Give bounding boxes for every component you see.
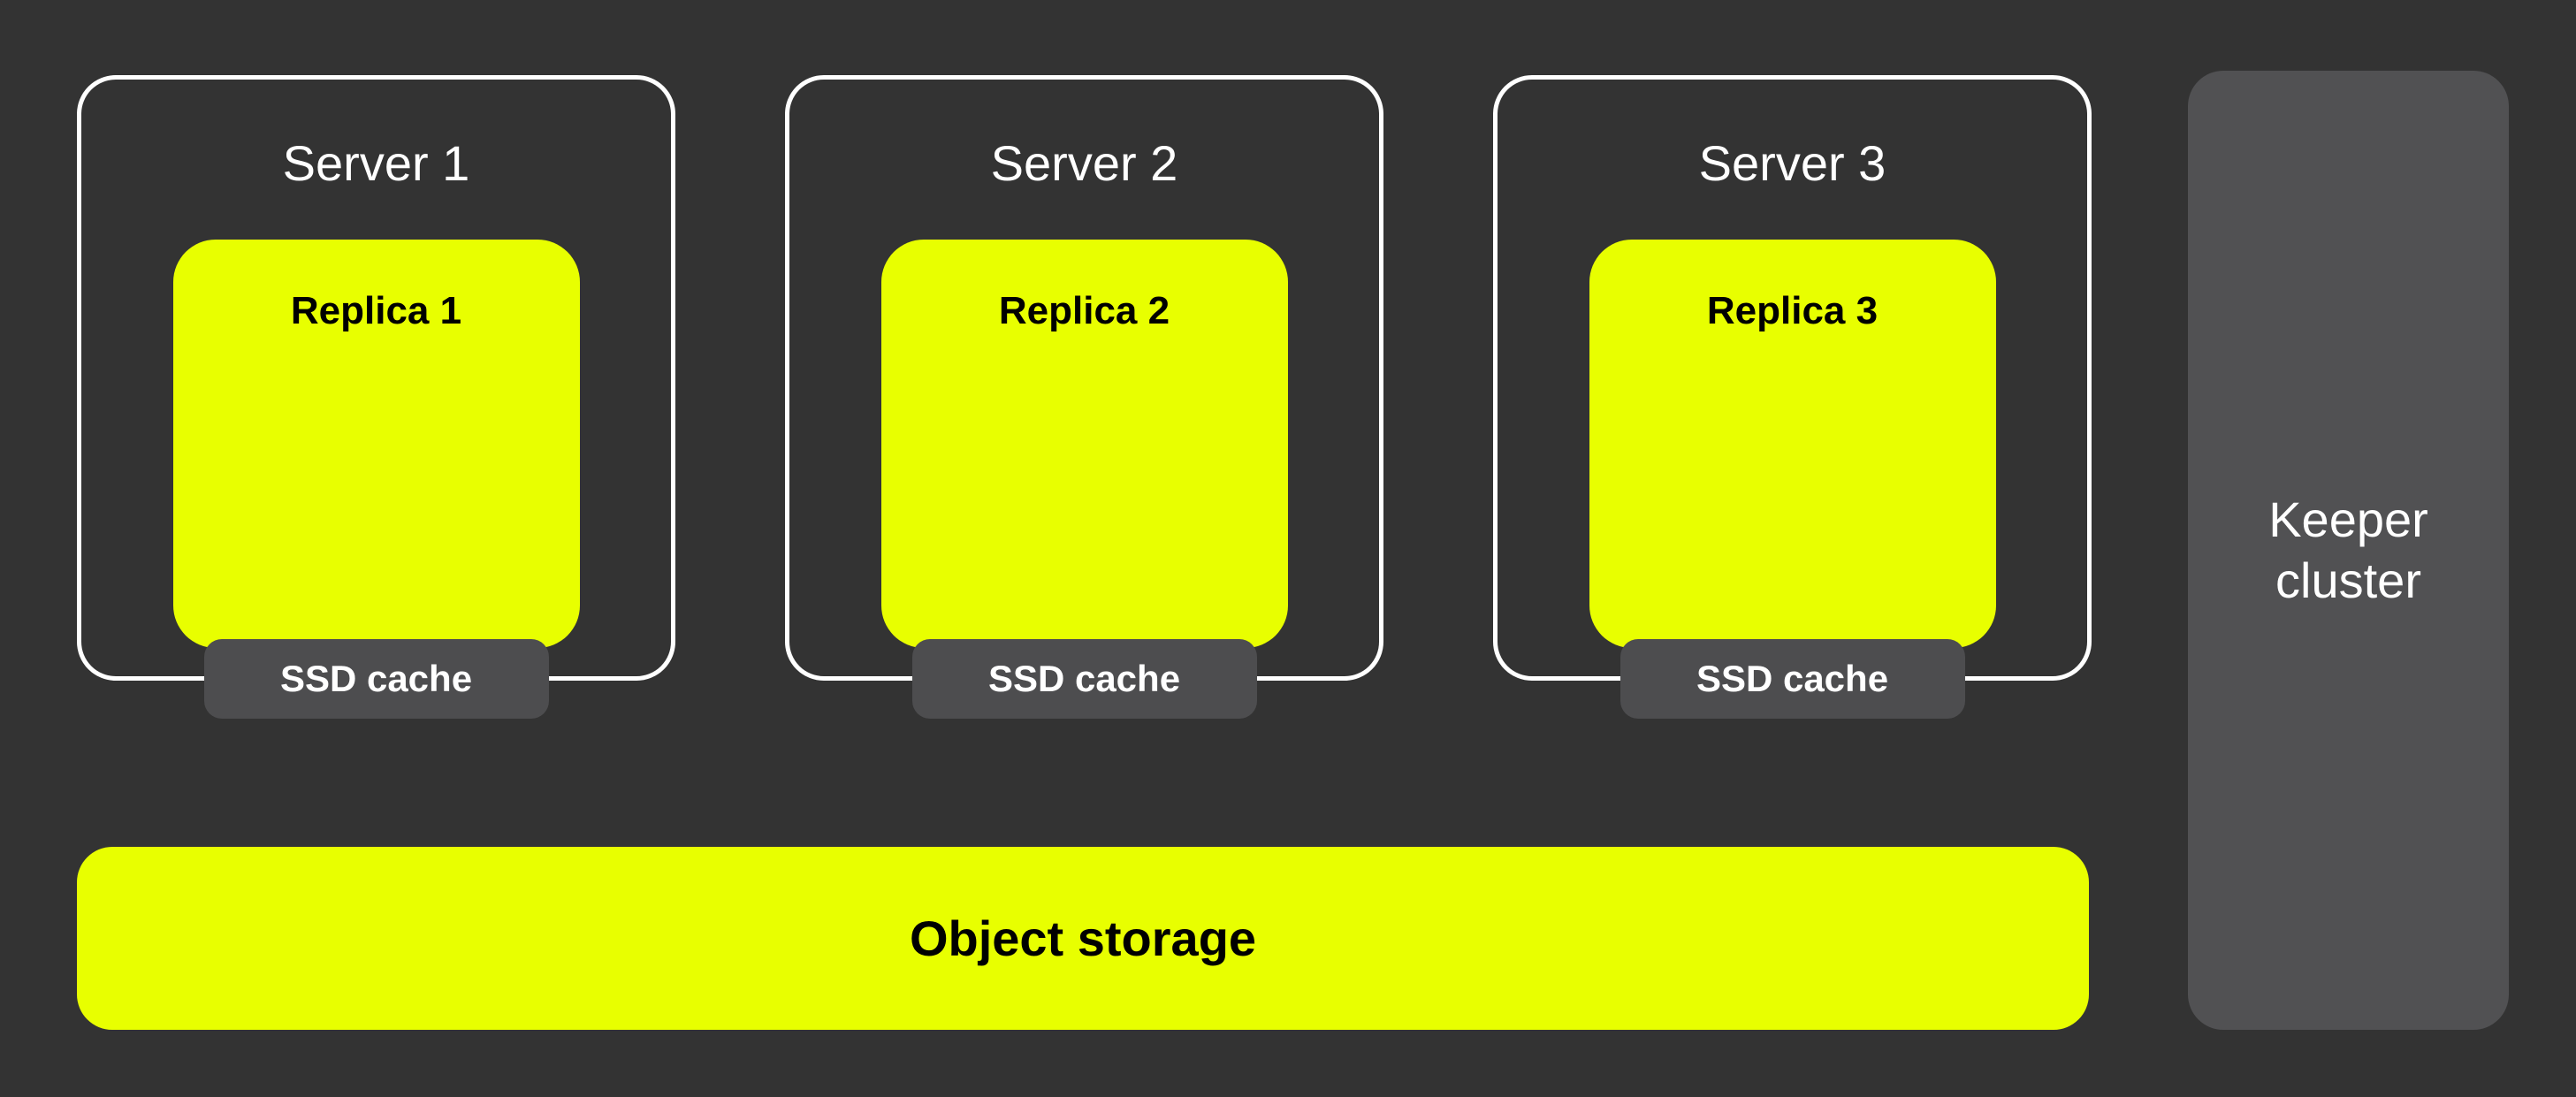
keeper-cluster-box: Keeper cluster	[2188, 71, 2509, 1030]
object-storage-bar: Object storage	[77, 847, 2089, 1030]
server-title: Server 1	[282, 135, 470, 191]
ssd-cache-pill: SSD cache	[1620, 639, 1965, 719]
server-title: Server 3	[1698, 135, 1886, 191]
server-panel-3: Server 3 Replica 3 SSD cache	[1493, 75, 2092, 719]
ssd-cache-pill: SSD cache	[203, 639, 549, 719]
replica-label: Replica 3	[1706, 289, 1879, 332]
replica-box: Replica 1	[172, 240, 580, 648]
ssd-cache-label: SSD cache	[279, 658, 473, 699]
ssd-cache-label: SSD cache	[987, 658, 1181, 699]
replica-label: Replica 1	[290, 289, 462, 332]
replica-label: Replica 2	[998, 289, 1170, 332]
server-panel-1: Server 1 Replica 1 SSD cache	[77, 75, 675, 719]
ssd-cache-label: SSD cache	[1696, 658, 1889, 699]
replica-box: Replica 3	[1589, 240, 1996, 648]
keeper-cluster-label: Keeper cluster	[2268, 491, 2428, 608]
server-title: Server 2	[990, 135, 1178, 191]
object-storage-label: Object storage	[909, 910, 1257, 966]
server-panel-2: Server 2 Replica 2 SSD cache	[785, 75, 1383, 719]
ssd-cache-pill: SSD cache	[911, 639, 1257, 719]
replica-box: Replica 2	[880, 240, 1288, 648]
